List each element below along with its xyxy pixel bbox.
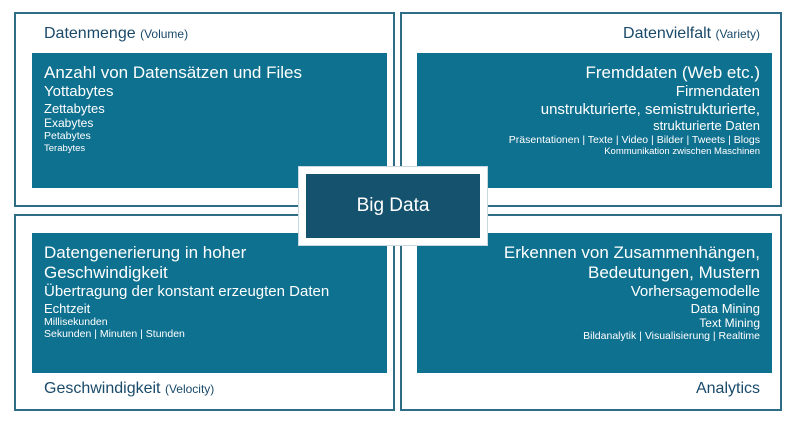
volume-title-main: Datenmenge: [44, 25, 136, 42]
variety-line: Präsentationen | Texte | Video | Bilder …: [508, 133, 760, 146]
analytics-line: Text Mining: [699, 316, 760, 331]
analytics-line: Bildanalytik | Visualisierung | Realtime: [583, 330, 760, 343]
volume-line: Petabytes: [44, 130, 91, 143]
variety-line: strukturierte Daten: [653, 118, 760, 134]
variety-line: Kommunikation zwischen Maschinen: [604, 146, 760, 158]
analytics-line: Data Mining: [690, 300, 760, 316]
volume-line: Zettabytes: [44, 100, 105, 116]
volume-line: Exabytes: [44, 116, 94, 131]
volume-quadrant: Datenmenge (Volume) Anzahl von Datensätz…: [14, 12, 395, 207]
velocity-line: Übertragung der konstant erzeugten Daten: [44, 283, 330, 301]
velocity-line: Echtzeit: [44, 300, 91, 316]
variety-title: Datenvielfalt (Variety): [623, 25, 760, 43]
volume-title-sub: (Volume): [140, 27, 189, 41]
volume-line: Yottabytes: [44, 83, 114, 101]
velocity-line: Datengenerierung in hoher: [44, 243, 247, 262]
variety-line: Fremddaten (Web etc.): [585, 63, 760, 82]
variety-line: Firmendaten: [675, 83, 760, 101]
velocity-quadrant: Datengenerierung in hoher Geschwindigkei…: [14, 214, 395, 411]
analytics-title: Analytics: [695, 380, 760, 397]
variety-title-main: Datenvielfalt: [623, 25, 712, 42]
volume-panel: Anzahl von Datensätzen und Files Yottaby…: [32, 53, 387, 188]
velocity-panel: Datengenerierung in hoher Geschwindigkei…: [32, 233, 387, 373]
variety-title-sub: (Variety): [715, 27, 760, 41]
velocity-line: Sekunden | Minuten | Stunden: [44, 328, 185, 341]
velocity-title: Geschwindigkeit (Velocity): [44, 380, 214, 398]
big-data-center-box: Big Data: [298, 166, 488, 246]
velocity-line: Millisekunden: [44, 316, 108, 329]
analytics-panel: Erkennen von Zusammenhängen, Bedeutungen…: [417, 233, 772, 373]
analytics-line: Erkennen von Zusammenhängen,: [503, 243, 760, 262]
velocity-title-main: Geschwindigkeit: [44, 380, 161, 397]
analytics-line: Vorhersagemodelle: [630, 283, 760, 301]
volume-line: Anzahl von Datensätzen und Files: [44, 63, 302, 82]
velocity-line: Geschwindigkeit: [44, 263, 168, 283]
variety-panel: Fremddaten (Web etc.) Firmendaten unstru…: [417, 53, 772, 188]
analytics-quadrant: Erkennen von Zusammenhängen, Bedeutungen…: [400, 214, 782, 411]
velocity-title-sub: (Velocity): [164, 382, 215, 396]
variety-line: unstrukturierte, semistrukturierte,: [540, 100, 760, 118]
analytics-line: Bedeutungen, Mustern: [587, 263, 760, 283]
volume-line: Terabytes: [44, 142, 86, 154]
volume-title: Datenmenge (Volume): [44, 25, 188, 43]
big-data-label: Big Data: [306, 174, 480, 238]
